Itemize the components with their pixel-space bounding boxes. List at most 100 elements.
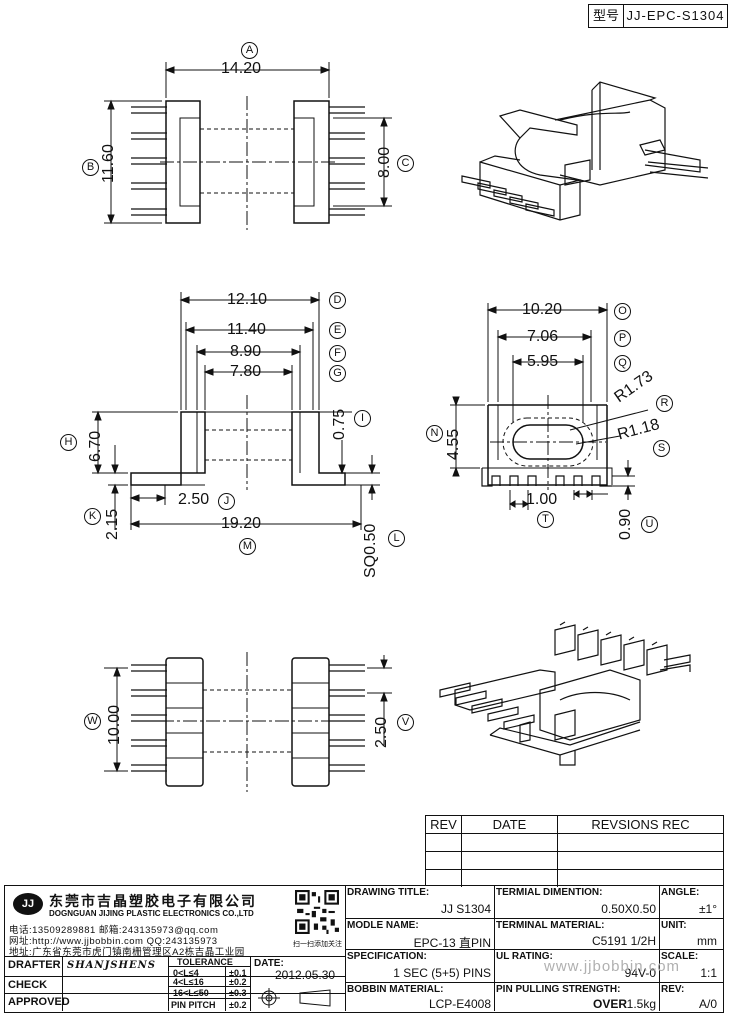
title-block: JJ 东莞市吉晶塑胶电子有限公司 DOGNGUAN JIJING PLASTIC… — [4, 885, 724, 1013]
drawing-title-value: JJ S1304 — [440, 902, 491, 916]
pin-pulling-strength-value: 1.5kg — [626, 997, 656, 1011]
dim-u-bubble: U — [641, 516, 658, 533]
dim-f-value: 8.90 — [230, 343, 262, 360]
dim-c-bubble: C — [397, 155, 414, 172]
dim-w-bubble: W — [84, 713, 101, 730]
isometric-view-top — [461, 81, 709, 221]
qr-caption: 扫一扫添加关注 — [293, 941, 342, 948]
scale-value: 1:1 — [700, 966, 717, 980]
tol-range-3: 16<L≤50 — [173, 988, 209, 998]
tol-val-2: ±0.2 — [229, 977, 247, 987]
dim-p-bubble: P — [614, 330, 631, 347]
side-view — [450, 303, 649, 510]
dim-m-value: 19.20 — [221, 515, 262, 532]
model-number: JJ-EPC-S1304 — [626, 8, 725, 23]
isometric-view-bottom — [439, 621, 691, 766]
dim-d-value: 12.10 — [227, 291, 268, 308]
company-name-en: DOGNGUAN JIJING PLASTIC ELECTRONICS CO.,… — [49, 909, 254, 918]
scale-label: SCALE: — [661, 951, 699, 962]
front-view — [92, 292, 380, 530]
tol-range-4: PIN PITCH — [171, 1000, 216, 1010]
dim-n-value: 4.55 — [445, 428, 462, 460]
drafter-signature: SHANJSHENS — [67, 960, 156, 971]
dim-a-bubble: A — [241, 42, 258, 59]
terminal-material-label: TERMINAL MATERIAL: — [496, 920, 605, 931]
drafter-label: DRAFTER — [8, 959, 61, 971]
dim-a-value: 14.20 — [221, 60, 262, 77]
dim-p-value: 7.06 — [527, 328, 559, 345]
specification-value: 1 SEC (5+5) PINS — [393, 966, 491, 980]
dim-f-bubble: F — [329, 345, 346, 362]
dim-d-bubble: D — [329, 292, 346, 309]
rev-value: A/0 — [698, 997, 717, 1011]
tolerance-label: TOLERANCE — [177, 957, 233, 967]
dim-b-bubble: B — [82, 159, 99, 176]
dim-t-value: 1.00 — [526, 491, 558, 508]
pin-pulling-over: OVER — [593, 997, 628, 1011]
terminal-material-value: C5191 1/2H — [591, 934, 656, 948]
pin-pulling-strength-label: PIN PULLING STRENGTH: — [496, 984, 621, 995]
dim-u-value: 0.90 — [617, 508, 634, 540]
dim-e-bubble: E — [329, 322, 346, 339]
dim-o-value: 10.20 — [522, 301, 563, 318]
projection-symbol — [258, 988, 331, 1008]
bobbin-material-value: LCP-E4008 — [428, 997, 491, 1011]
dim-b-value: 11.60 — [100, 144, 117, 183]
dim-e-value: 11.40 — [227, 321, 266, 338]
dim-w-value: 10.00 — [106, 704, 123, 745]
date-header: DATE — [462, 816, 558, 833]
dim-l-value: SQ0.50 — [362, 523, 379, 578]
dim-s-bubble: S — [653, 440, 670, 457]
dim-k-bubble: K — [84, 508, 101, 525]
rev-label: REV: — [661, 984, 685, 995]
bottom-view — [104, 652, 392, 792]
company-logo: JJ — [13, 893, 43, 915]
top-view — [104, 62, 392, 230]
revision-table: REV DATE REVSIONS REC — [425, 815, 724, 887]
drawing-title-label: DRAWING TITLE: — [347, 887, 430, 898]
terminal-dimension-label: TERMIAL DIMENTION: — [496, 887, 603, 898]
company-website: 网址:http://www.jjbobbin.com QQ:243135973 — [9, 936, 218, 947]
company-phone: 电话:13509289881 邮箱:243135973@qq.com — [9, 925, 219, 936]
dim-i-value: 0.75 — [331, 408, 348, 440]
approved-label: APPROVED — [8, 996, 70, 1008]
dim-j-value: 2.50 — [178, 491, 210, 508]
watermark: www.jjbobbin.com — [544, 958, 681, 975]
tol-val-3: ±0.3 — [229, 988, 247, 998]
company-address: 地址:广东省东莞市虎门镇南栅管理区A2栋吉晶工业园 — [9, 947, 245, 958]
unit-value: mm — [697, 934, 717, 948]
dim-v-value: 2.50 — [373, 716, 390, 748]
dim-m-bubble: M — [239, 538, 256, 555]
revisions-rec-header: REVSIONS REC — [591, 817, 690, 832]
ul-rating-label: UL RATING: — [496, 951, 553, 962]
rev-header: REV — [426, 816, 462, 833]
company-name-cn: 东莞市吉晶塑胶电子有限公司 — [49, 893, 257, 909]
unit-label: UNIT: — [661, 920, 687, 931]
dim-q-bubble: Q — [614, 355, 631, 372]
ul-rating-value: 94V-0 — [624, 966, 656, 980]
qr-code — [295, 890, 339, 934]
date-value: 2012.05.30 — [275, 968, 336, 982]
dim-h-value: 6.70 — [87, 430, 104, 462]
dim-r-bubble: R — [656, 395, 673, 412]
dim-g-value: 7.80 — [230, 363, 262, 380]
model-header: 型号 JJ-EPC-S1304 — [588, 4, 728, 28]
dim-t-bubble: T — [537, 511, 554, 528]
dim-q-value: 5.95 — [527, 353, 559, 370]
dim-h-bubble: H — [60, 434, 77, 451]
module-name-value: EPC-13 直PIN — [413, 936, 491, 950]
module-name-label: MODLE NAME: — [347, 920, 419, 931]
dim-o-bubble: O — [614, 303, 631, 320]
dim-c-value: 8.00 — [376, 146, 393, 178]
terminal-dimension-value: 0.50X0.50 — [601, 902, 656, 916]
tol-range-1: 0<L≤4 — [173, 968, 199, 978]
tol-val-4: ±0.2 — [229, 1000, 247, 1010]
dim-i-bubble: I — [354, 410, 371, 427]
dim-k-value: 2.15 — [104, 508, 121, 540]
dim-j-bubble: J — [218, 493, 235, 510]
tol-range-2: 4<L≤16 — [173, 977, 204, 987]
check-label: CHECK — [8, 979, 48, 991]
dim-l-bubble: L — [388, 530, 405, 547]
dim-v-bubble: V — [397, 714, 414, 731]
